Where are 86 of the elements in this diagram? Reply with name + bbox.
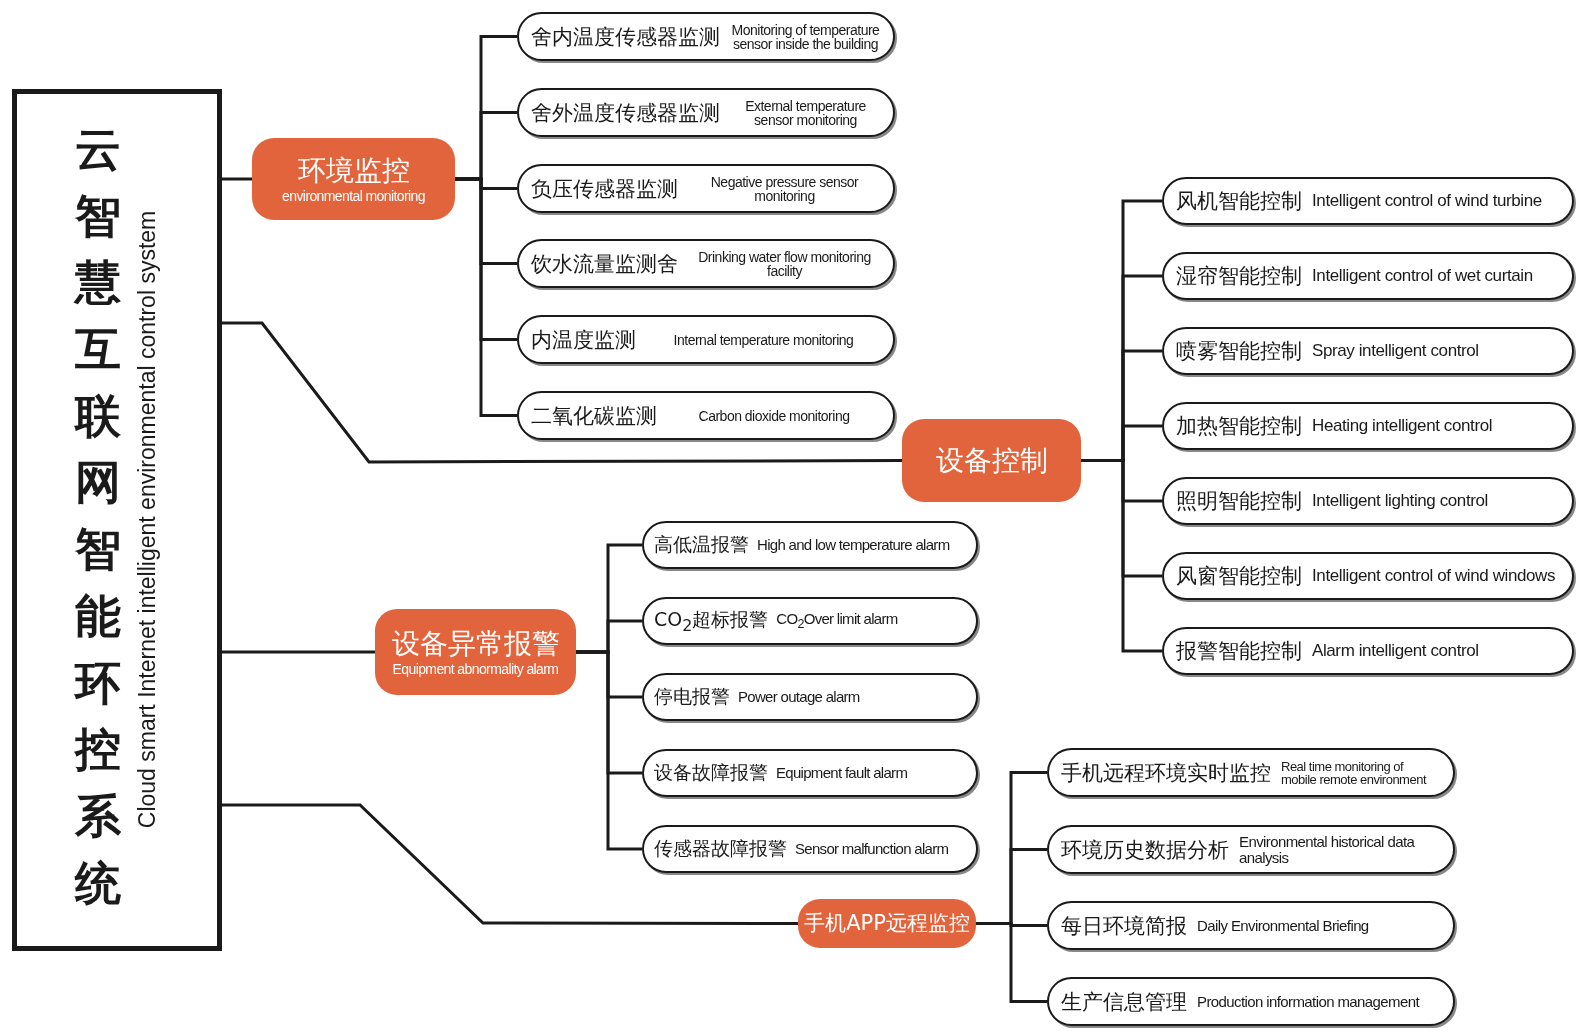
english-label: Production information management [1197, 993, 1419, 1010]
item-box [517, 88, 895, 137]
item-box [642, 749, 978, 797]
english-label: CO$_{2}$Over limit alarm [776, 610, 898, 632]
chinese-label: 湿帘智能控制 [1176, 263, 1302, 290]
item-box [1162, 327, 1574, 375]
chinese-label: 喷雾智能控制 [1176, 338, 1302, 365]
english-label: Real time monitoring of mobile remote environment [1281, 759, 1428, 786]
category-box [375, 609, 576, 695]
chinese-label: 风窗智能控制 [1176, 563, 1302, 590]
chinese-label: 设备控制 [935, 443, 1048, 478]
english-label: External temperature sensor monitoring [744, 98, 867, 127]
english-label: environmental monitoring [282, 187, 425, 204]
connector-line [222, 177, 252, 181]
english-label: Intelligent lighting control [1312, 492, 1488, 510]
connector-line [222, 650, 375, 654]
english-label: Cloud smart Internet intelligent environmental control system [133, 209, 161, 831]
english-label: Sensor malfunction alarm [795, 841, 949, 857]
english-label: Heating intelligent control [1312, 417, 1493, 435]
item-box [1162, 552, 1574, 600]
chinese-label: 环境历史数据分析 [1061, 836, 1229, 864]
english-label: High and low temperature alarm [757, 537, 950, 553]
english-label: Negative pressure sensor monitoring [709, 174, 860, 203]
chinese-label: 负压传感器监测 [531, 175, 678, 203]
item-box [1162, 477, 1574, 525]
chinese-label: 报警智能控制 [1176, 638, 1302, 665]
chinese-label: 环境监控 [297, 154, 410, 188]
chinese-label: 生产信息管理 [1061, 988, 1187, 1016]
item-box [1162, 402, 1574, 450]
connector-line [222, 803, 798, 925]
item-box [642, 521, 978, 569]
item-box [1162, 252, 1574, 300]
chinese-label: 高低温报警 [654, 532, 749, 557]
connector-line [222, 321, 902, 464]
english-label: Drinking water flow monitoring facility [697, 249, 872, 278]
english-label: Intelligent control of wet curtain [1312, 267, 1533, 285]
chinese-label: 设备异常报警 [391, 627, 560, 661]
item-box [517, 239, 895, 288]
item-box [642, 597, 978, 645]
english-label: Equipment fault alarm [776, 765, 908, 781]
category-box [902, 419, 1081, 502]
chinese-label: CO$_{2}$超标报警 [654, 607, 769, 635]
item-box [1047, 901, 1455, 950]
chinese-label: 每日环境简报 [1061, 912, 1187, 940]
chinese-label: 饮水流量监测舍 [531, 250, 678, 278]
item-box [642, 673, 978, 721]
english-label: Alarm intelligent control [1312, 642, 1479, 660]
english-label: Monitoring of temperature sensor inside the building [730, 22, 881, 51]
item-box [1047, 748, 1455, 797]
item-box [1162, 627, 1574, 675]
chinese-label: 内温度监测 [531, 326, 636, 354]
category-box [252, 138, 455, 220]
item-box [1162, 177, 1574, 225]
item-box [517, 315, 895, 364]
english-label: Power outage alarm [738, 689, 860, 705]
chinese-label: 设备故障报警 [654, 760, 768, 785]
english-label: Intelligent control of wind windows [1312, 567, 1556, 585]
connector-line [455, 177, 517, 417]
english-label: Spray intelligent control [1312, 342, 1479, 360]
item-box [1047, 825, 1455, 874]
category-box [798, 899, 976, 948]
item-box [1047, 977, 1455, 1026]
english-label: Carbon dioxide monitoring [697, 408, 851, 423]
chinese-label: 加热智能控制 [1176, 413, 1302, 440]
connector-line [576, 650, 642, 851]
english-label: Environmental historical data analysis [1239, 833, 1416, 866]
english-label: Internal temperature monitoring [672, 332, 855, 347]
item-box [517, 12, 895, 61]
english-label: Daily Environmental Briefing [1197, 917, 1369, 934]
chinese-label: 云智慧互联网智能环控系统 [75, 121, 121, 912]
chinese-label: 手机APP远程监控 [804, 910, 970, 937]
chinese-label: 二氧化碳监测 [531, 402, 657, 430]
chinese-label: 照明智能控制 [1176, 488, 1302, 515]
chinese-label: 传感器故障报警 [654, 836, 787, 861]
chinese-label: 舍内温度传感器监测 [531, 23, 720, 51]
chinese-label: 舍外温度传感器监测 [531, 99, 720, 127]
connector-line [1081, 459, 1162, 653]
chinese-label: 手机远程环境实时监控 [1061, 759, 1271, 787]
english-label: Equipment abnormality alarm [392, 660, 559, 677]
system-title-box [12, 89, 222, 951]
item-box [517, 391, 895, 440]
chinese-label: 风机智能控制 [1176, 188, 1302, 215]
item-box [642, 825, 978, 873]
item-box [517, 164, 895, 213]
english-label: Intelligent control of wind turbine [1312, 192, 1542, 210]
chinese-label: 停电报警 [654, 684, 730, 709]
